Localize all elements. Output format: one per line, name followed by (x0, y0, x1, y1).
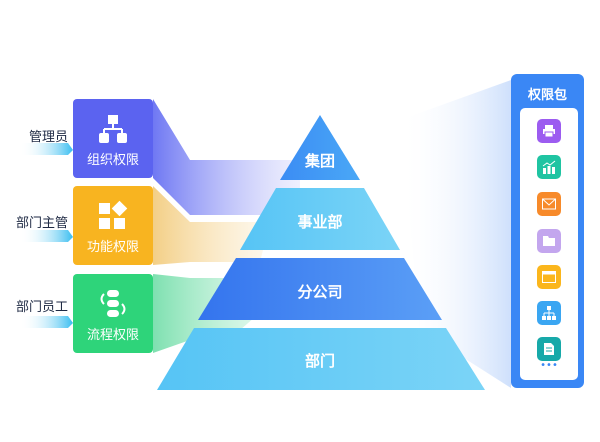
sitemap-icon (537, 301, 561, 325)
pyramid-tier-3 (198, 258, 442, 320)
tier-label-group: 集团 (304, 152, 335, 170)
pyramid-tier-2 (240, 188, 400, 250)
pyramid-tier-4 (157, 328, 485, 390)
window-icon (537, 265, 561, 289)
card-org-permission: 组织权限 (73, 99, 153, 178)
mail-icon (537, 192, 561, 216)
tier-label-division: 事业部 (297, 213, 343, 231)
permission-package-panel: 权限包 ••• (511, 74, 584, 388)
tier-label-branch: 分公司 (297, 283, 343, 301)
document-icon (537, 337, 561, 361)
panel-title: 权限包 (527, 88, 567, 103)
folder-icon (537, 229, 561, 253)
card-label: 流程权限 (86, 328, 139, 343)
role-label-admin: 管理员 (28, 130, 68, 145)
card-label: 功能权限 (86, 240, 139, 255)
process-flow-icon (100, 290, 126, 317)
package-item-list: ••• (520, 108, 578, 380)
card-label: 组织权限 (86, 153, 139, 168)
role-label-dept-staff: 部门员工 (15, 300, 68, 315)
printer-icon (537, 119, 561, 143)
chart-icon (537, 155, 561, 179)
card-function-permission: 功能权限 (73, 186, 153, 265)
more-indicator: ••• (540, 360, 558, 371)
function-grid-icon (99, 200, 128, 229)
pyramid-tier-1 (280, 115, 360, 180)
tier-label-department: 部门 (304, 352, 335, 370)
card-process-permission: 流程权限 (73, 274, 153, 353)
org-chart-icon (99, 115, 127, 143)
role-label-dept-manager: 部门主管 (15, 216, 68, 231)
